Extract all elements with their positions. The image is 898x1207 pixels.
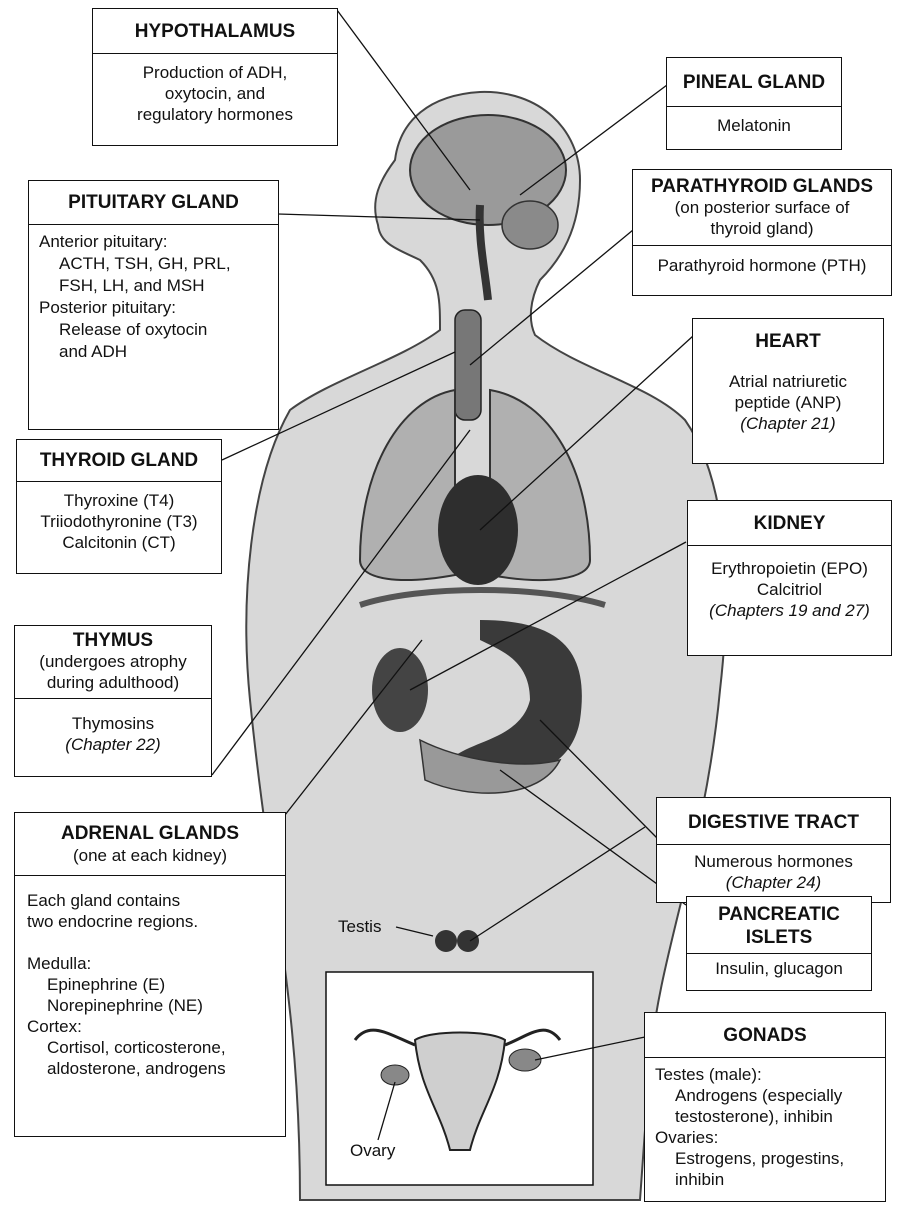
heart-organ — [438, 475, 518, 585]
pancreatic-title: ISLETS — [687, 926, 871, 949]
kidney-box: KIDNEY Erythropoietin (EPO) Calcitriol (… — [687, 500, 892, 656]
parathyroid-title: PARATHYROID GLANDS — [633, 176, 891, 197]
thymus-title: THYMUS — [15, 630, 211, 651]
kidney-line: Calcitriol — [688, 579, 891, 600]
pineal-line: Melatonin — [667, 115, 841, 136]
heart-title: HEART — [693, 319, 883, 361]
thymus-subtitle: during adulthood) — [15, 672, 211, 693]
digestive-ref: (Chapter 24) — [657, 872, 890, 893]
parathyroid-subtitle: thyroid gland) — [633, 218, 891, 239]
gonads-line: Androgens (especially — [655, 1085, 885, 1106]
pituitary-line: Release of oxytocin — [39, 319, 278, 341]
adrenal-line: Cortisol, corticosterone, — [27, 1037, 285, 1058]
gonads-title: GONADS — [645, 1013, 885, 1058]
trachea — [455, 310, 481, 420]
parathyroid-subtitle: (on posterior surface of — [633, 197, 891, 218]
pituitary-line: Posterior pituitary: — [39, 297, 278, 319]
parathyroid-box: PARATHYROID GLANDS (on posterior surface… — [632, 169, 892, 296]
ovary-label: Ovary — [350, 1141, 395, 1161]
kidney-line: Erythropoietin (EPO) — [688, 558, 891, 579]
heart-line: Atrial natriuretic — [693, 371, 883, 392]
thyroid-line: Calcitonin (CT) — [17, 532, 221, 553]
testis-label: Testis — [338, 917, 381, 937]
gonads-line: Testes (male): — [655, 1064, 885, 1085]
pancreatic-box: PANCREATIC ISLETS Insulin, glucagon — [686, 896, 872, 991]
thymus-line: Thymosins — [15, 713, 211, 734]
pituitary-line: ACTH, TSH, GH, PRL, — [39, 253, 278, 275]
heart-box: HEART Atrial natriuretic peptide (ANP) (… — [692, 318, 884, 464]
adrenal-box: ADRENAL GLANDS (one at each kidney) Each… — [14, 812, 286, 1137]
adrenal-line: Norepinephrine (NE) — [27, 995, 285, 1016]
hypothalamus-box: HYPOTHALAMUS Production of ADH, oxytocin… — [92, 8, 338, 146]
adrenal-title: ADRENAL GLANDS — [15, 823, 285, 845]
gonads-box: GONADS Testes (male): Androgens (especia… — [644, 1012, 886, 1202]
kidney-organ — [372, 648, 428, 732]
testis-left — [435, 930, 457, 952]
hypothalamus-line: oxytocin, and — [93, 83, 337, 104]
gonads-line: Estrogens, progestins, — [655, 1148, 885, 1169]
digestive-line: Numerous hormones — [657, 851, 890, 872]
pineal-box: PINEAL GLAND Melatonin — [666, 57, 842, 150]
adrenal-line: two endocrine regions. — [27, 911, 285, 932]
adrenal-line: Epinephrine (E) — [27, 974, 285, 995]
adrenal-line: Cortex: — [27, 1016, 285, 1037]
thymus-box: THYMUS (undergoes atrophy during adultho… — [14, 625, 212, 777]
pituitary-line: FSH, LH, and MSH — [39, 275, 278, 297]
parathyroid-line: Parathyroid hormone (PTH) — [633, 255, 891, 276]
thymus-ref: (Chapter 22) — [15, 734, 211, 755]
pituitary-line: and ADH — [39, 341, 278, 363]
hypothalamus-line: Production of ADH, — [93, 62, 337, 83]
hypothalamus-line: regulatory hormones — [93, 104, 337, 125]
digestive-title: DIGESTIVE TRACT — [657, 798, 890, 845]
thymus-subtitle: (undergoes atrophy — [15, 651, 211, 672]
thyroid-box: THYROID GLAND Thyroxine (T4) Triiodothyr… — [16, 439, 222, 574]
heart-line: peptide (ANP) — [693, 392, 883, 413]
pituitary-box: PITUITARY GLAND Anterior pituitary: ACTH… — [28, 180, 279, 430]
pituitary-line: Anterior pituitary: — [39, 231, 278, 253]
thyroid-title: THYROID GLAND — [17, 440, 221, 482]
kidney-title: KIDNEY — [688, 501, 891, 546]
adrenal-line — [27, 932, 285, 953]
pineal-title: PINEAL GLAND — [667, 58, 841, 107]
adrenal-line: Each gland contains — [27, 890, 285, 911]
adrenal-line: Medulla: — [27, 953, 285, 974]
heart-ref: (Chapter 21) — [693, 413, 883, 434]
gonads-line: testosterone), inhibin — [655, 1106, 885, 1127]
adrenal-subtitle: (one at each kidney) — [15, 845, 285, 867]
hypothalamus-title: HYPOTHALAMUS — [93, 9, 337, 54]
kidney-ref: (Chapters 19 and 27) — [688, 600, 891, 621]
pancreatic-title: PANCREATIC — [687, 903, 871, 926]
thyroid-line: Thyroxine (T4) — [17, 490, 221, 511]
testis-right — [457, 930, 479, 952]
thyroid-line: Triiodothyronine (T3) — [17, 511, 221, 532]
pituitary-title: PITUITARY GLAND — [29, 181, 278, 225]
gonads-line: Ovaries: — [655, 1127, 885, 1148]
adrenal-line: aldosterone, androgens — [27, 1058, 285, 1079]
pancreatic-line: Insulin, glucagon — [687, 958, 871, 979]
cerebellum — [502, 201, 558, 249]
digestive-box: DIGESTIVE TRACT Numerous hormones (Chapt… — [656, 797, 891, 903]
gonads-line: inhibin — [655, 1169, 885, 1190]
